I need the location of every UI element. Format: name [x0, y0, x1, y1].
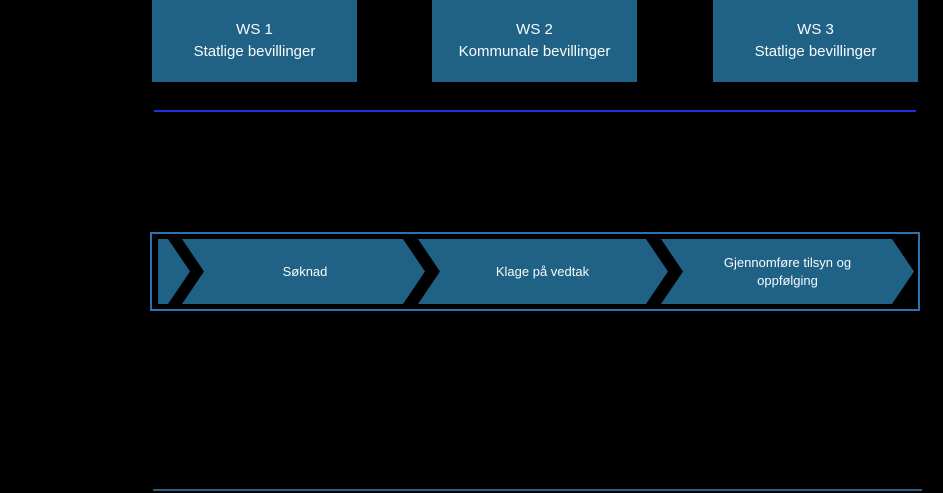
workstream-box-ws2: WS 2 Kommunale bevillinger	[432, 0, 637, 82]
chevron-arrow-1	[182, 239, 425, 304]
ws2-subtitle: Kommunale bevillinger	[458, 43, 611, 60]
chevron-arrow-3	[661, 239, 914, 304]
ws1-subtitle: Statlige bevillinger	[193, 43, 316, 60]
ws2-title: WS 2	[516, 21, 553, 39]
process-step-klage: Klage på vedtak	[425, 239, 660, 304]
process-band: Søknad Klage på vedtak Gjennomføre tilsy…	[150, 232, 920, 311]
process-step-soknad: Søknad	[190, 239, 420, 304]
header-divider-line	[154, 110, 916, 112]
ws3-title: WS 3	[797, 21, 834, 39]
workstream-box-ws1: WS 1 Statlige bevillinger	[152, 0, 357, 82]
process-band-border	[150, 232, 920, 311]
lead-chevron-tip	[158, 239, 190, 304]
ws3-subtitle: Statlige bevillinger	[754, 43, 877, 60]
ws1-title: WS 1	[236, 21, 273, 39]
process-step-1-label: Søknad	[282, 263, 328, 279]
process-chevrons-graphic	[150, 232, 920, 311]
process-step-2-label: Klage på vedtak	[495, 263, 590, 279]
process-step-3-label: Gjennomføre tilsyn og oppfølging	[723, 254, 852, 288]
process-step-tilsyn: Gjennomføre tilsyn og oppfølging	[680, 239, 895, 304]
chevron-arrow-2	[418, 239, 668, 304]
workstream-box-ws3: WS 3 Statlige bevillinger	[713, 0, 918, 82]
footer-divider-line	[153, 489, 922, 491]
